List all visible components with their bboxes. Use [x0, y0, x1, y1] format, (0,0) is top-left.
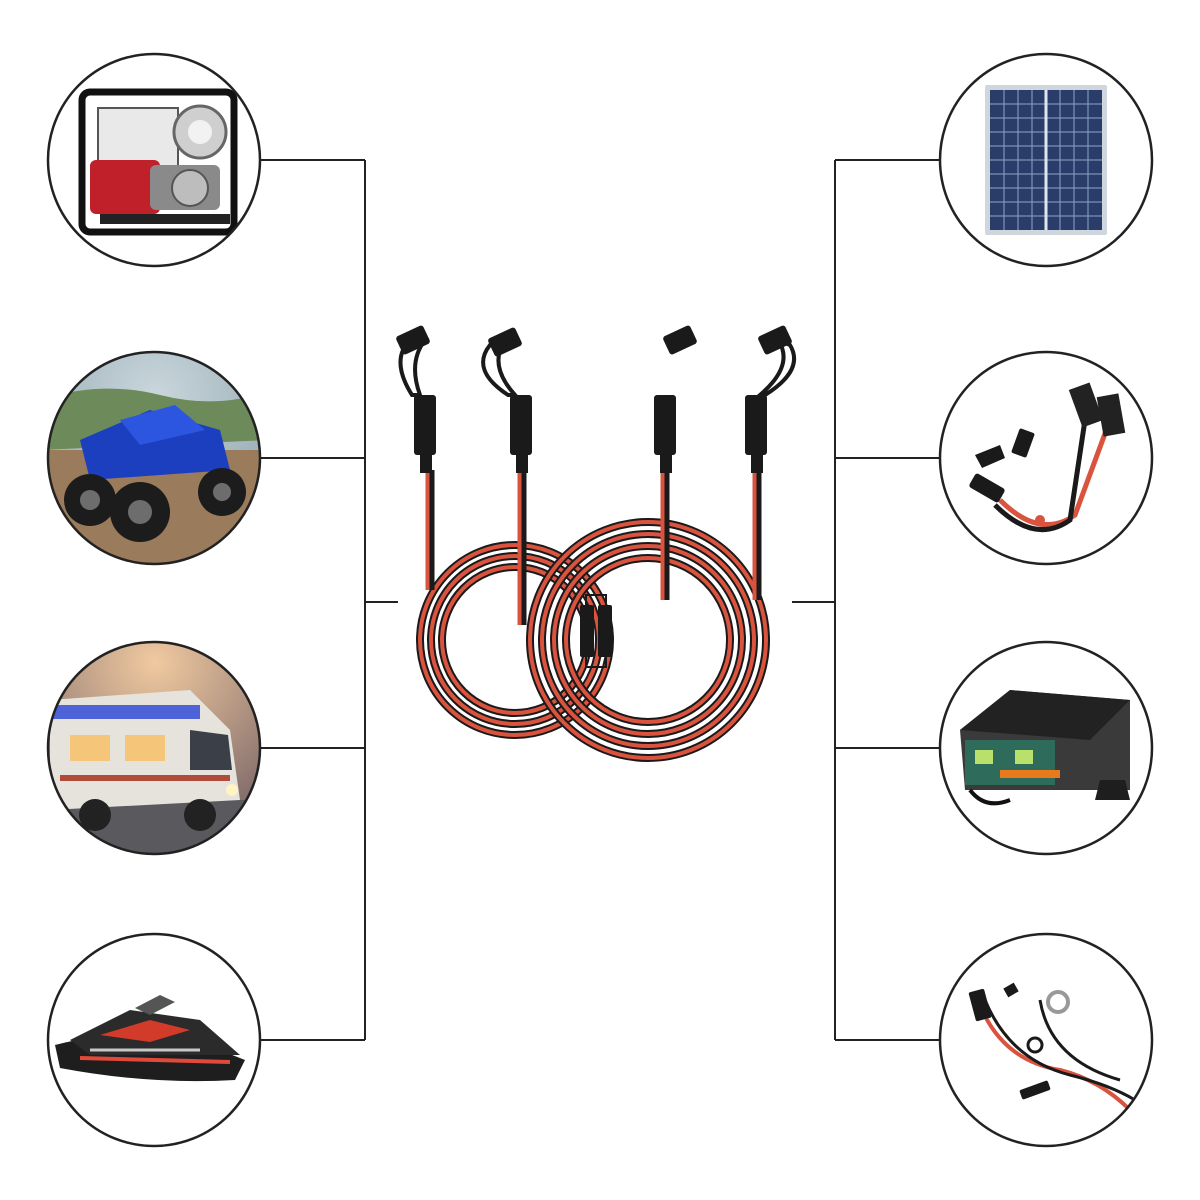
- left-connector-lines: [260, 159, 398, 1041]
- jet-ski-icon: [46, 932, 262, 1148]
- battery-charger-icon: [938, 640, 1154, 856]
- rv-motorhome-icon: [46, 640, 262, 856]
- battery-ring-terminal-harness-icon: [938, 932, 1154, 1148]
- right-connector-lines: [792, 159, 940, 1041]
- atv-quad-icon: [46, 350, 262, 566]
- sae-extension-cable-pair-icon: [396, 325, 796, 762]
- water-pump-icon: [46, 52, 262, 268]
- solar-mc4-adapter-icon: [938, 350, 1154, 566]
- solar-panel-icon: [938, 52, 1154, 268]
